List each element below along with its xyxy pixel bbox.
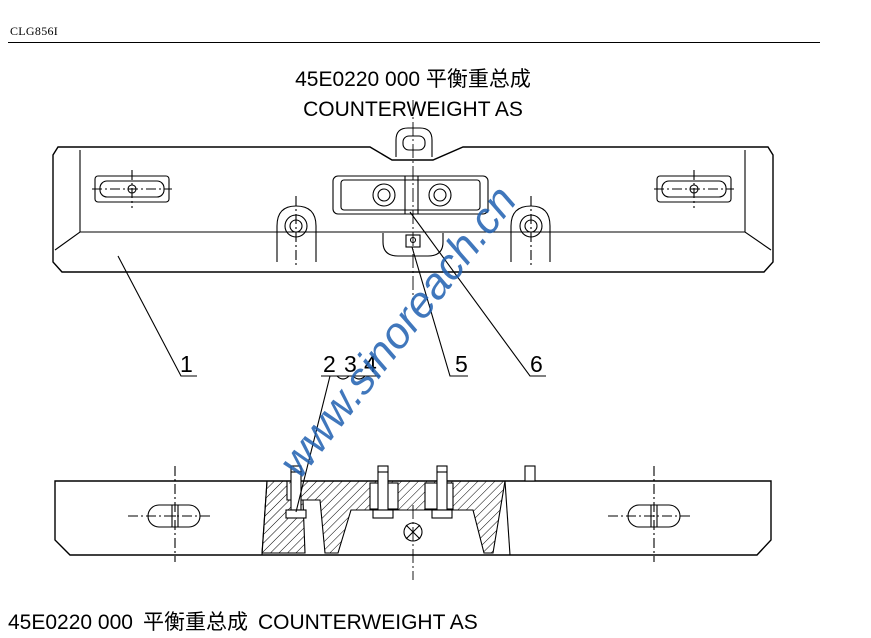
section-view	[54, 465, 772, 580]
callout-1: 1	[180, 351, 193, 377]
caption-english: COUNTERWEIGHT AS	[257, 611, 478, 634]
top-leaders	[117, 211, 546, 377]
callout-5: 5	[455, 351, 468, 377]
document-code: CLG856I	[10, 24, 59, 38]
caption-chinese: 平衡重总成	[142, 611, 248, 634]
top-view	[52, 100, 774, 300]
callout-3: 3	[344, 351, 357, 377]
caption-code: 45E0220 000	[8, 611, 133, 634]
figure-caption: 45E0220 000 平衡重总成 COUNTERWEIGHT AS	[8, 611, 488, 635]
callout-6: 6	[530, 351, 543, 377]
watermark-text: www.sinoreach.cn	[269, 177, 526, 487]
header-rule	[8, 42, 820, 43]
bolt-2	[372, 465, 394, 519]
callout-2: 2	[323, 351, 336, 377]
bolt-3	[431, 465, 453, 519]
section-leaders	[295, 375, 380, 513]
title-chinese: 45E0220 000 平衡重总成	[295, 68, 531, 91]
callout-4: 4	[364, 351, 377, 377]
